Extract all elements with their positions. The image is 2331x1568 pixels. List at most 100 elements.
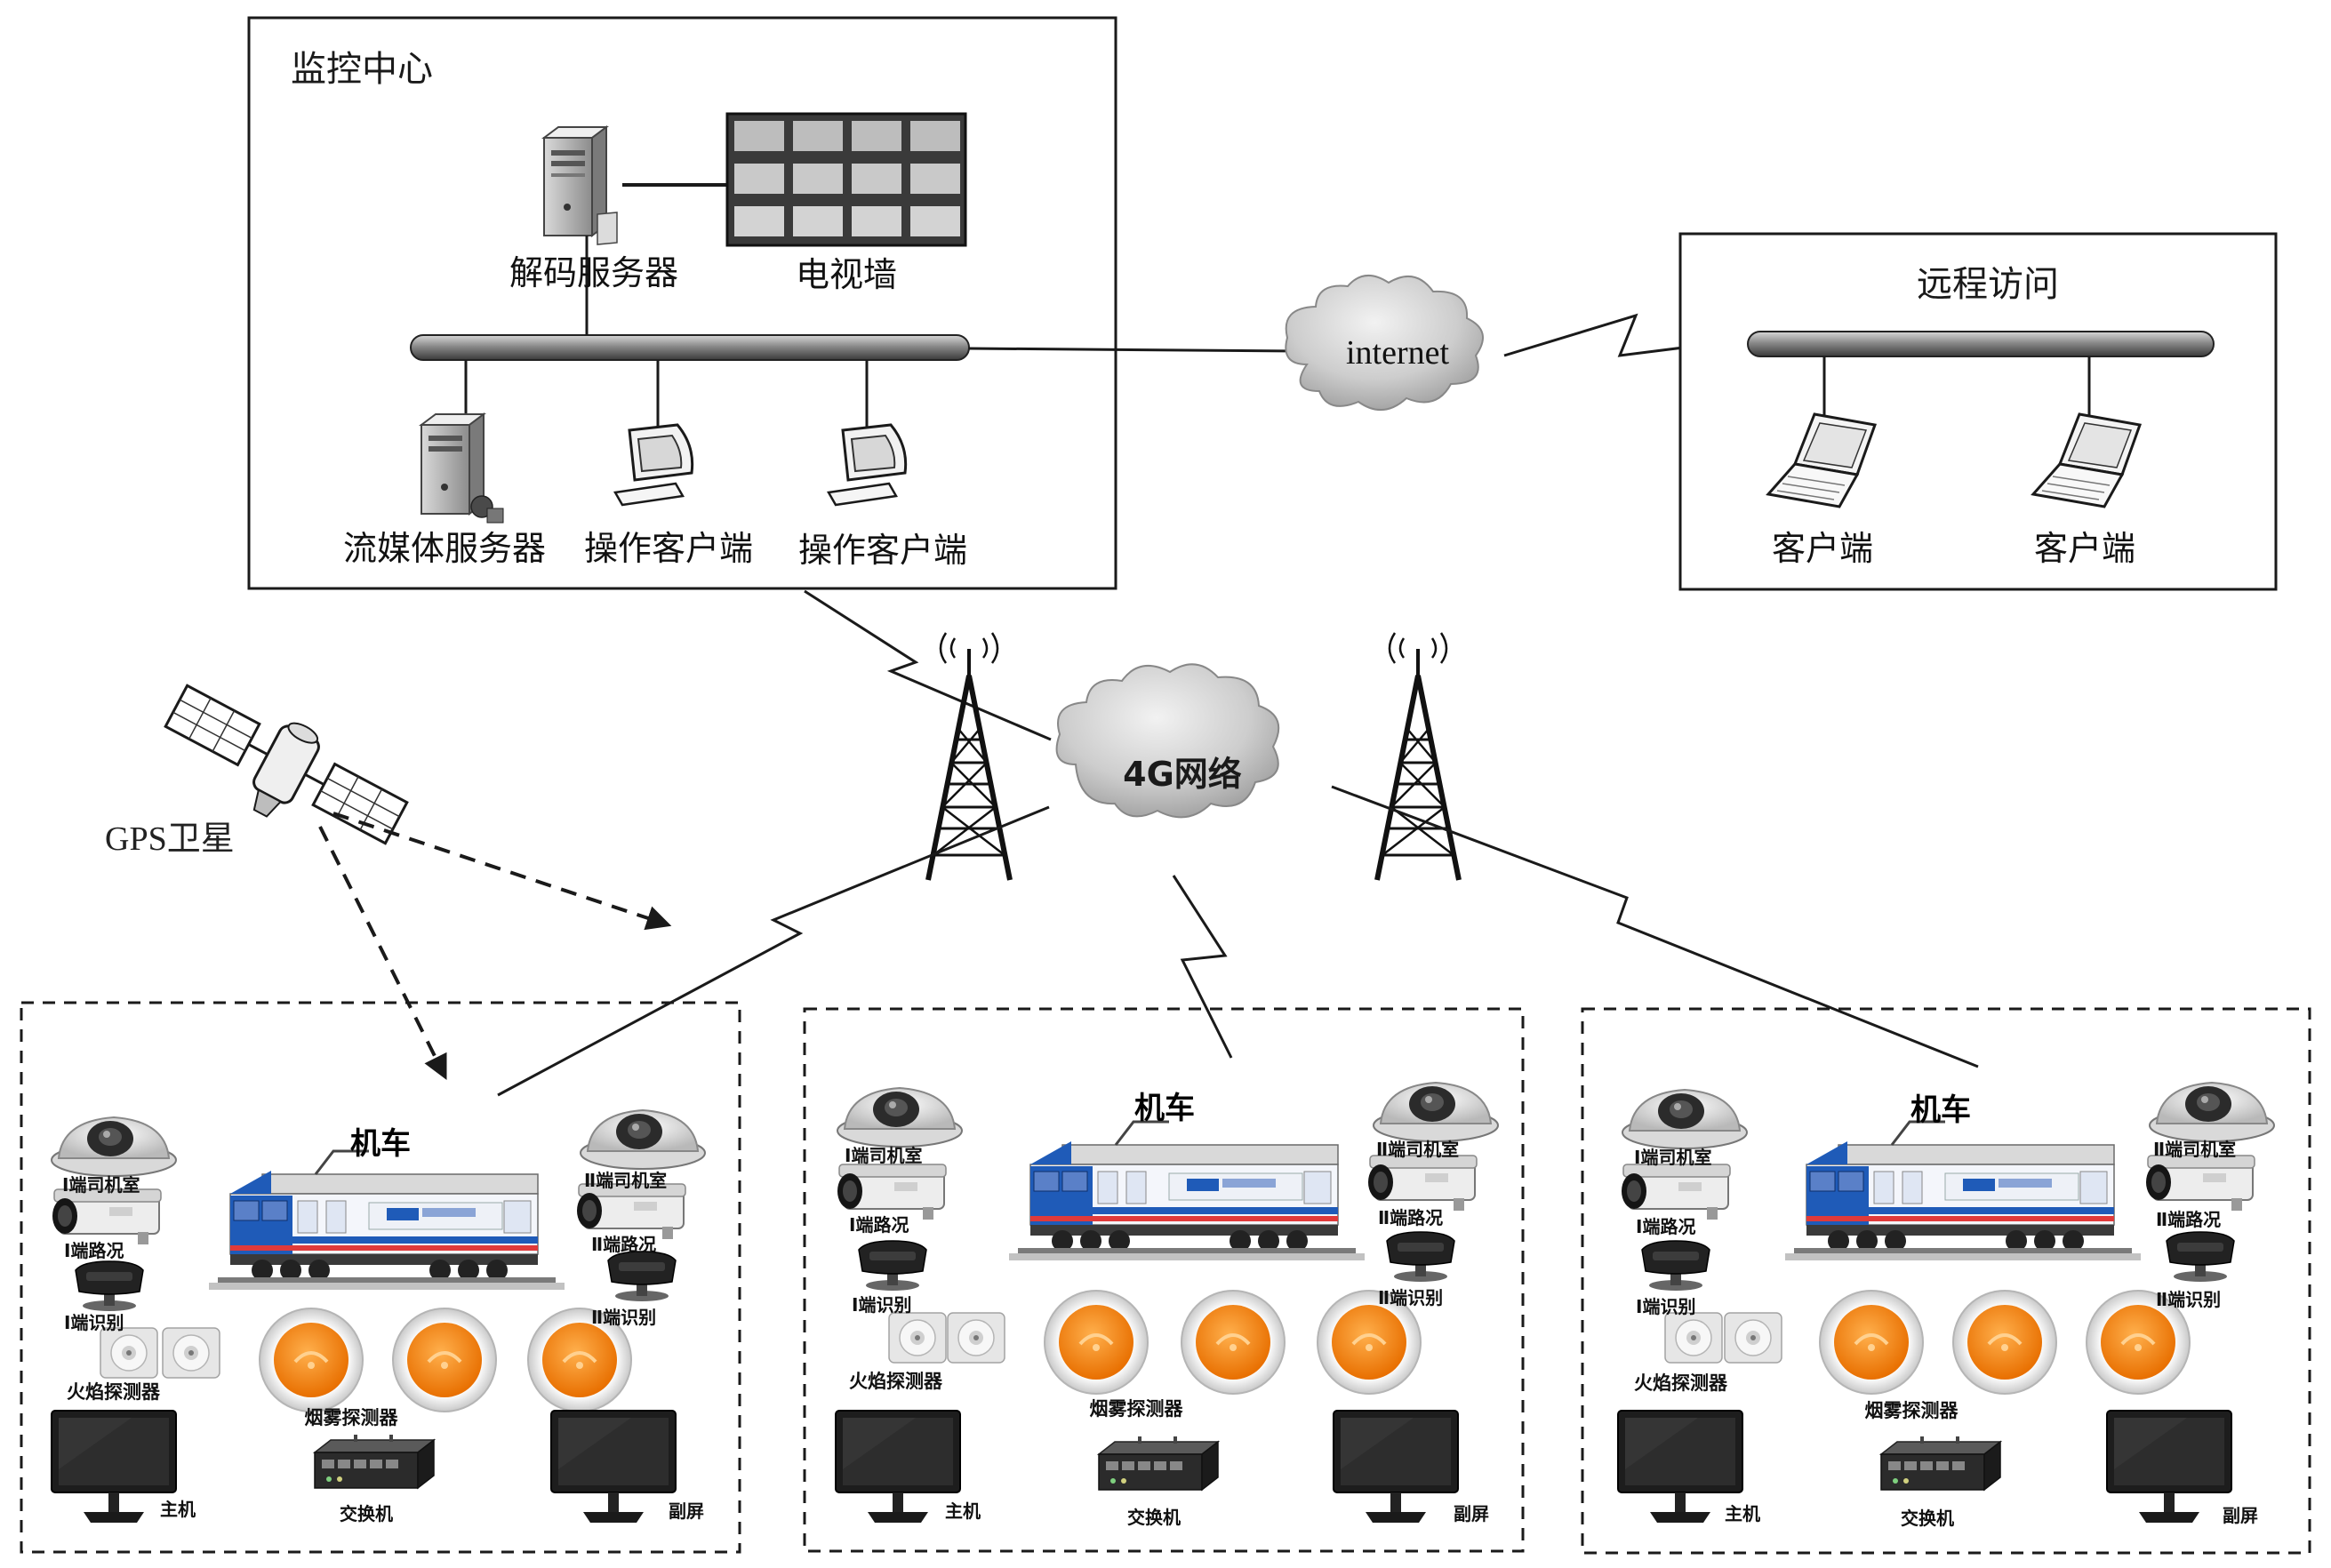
satellite-icon (164, 684, 409, 845)
client-label: 客户端 (1771, 529, 1874, 568)
cab-camera-2-label: Ⅱ端司机室 (2153, 1139, 2237, 1160)
dome-camera-icon (580, 1109, 706, 1170)
smoke-detector-icon (258, 1307, 364, 1413)
monitoring-bus (410, 334, 970, 361)
face-recognition-camera-icon (858, 1240, 927, 1292)
internet-label: internet (1345, 334, 1450, 372)
dome-camera-icon (1622, 1089, 1748, 1149)
center-to-internet-link (968, 347, 1299, 353)
radio-tower-icon (925, 632, 1013, 881)
smoke-detector-icon (391, 1307, 498, 1413)
flame-detector-icon (100, 1327, 158, 1379)
monitor-icon (1333, 1410, 1459, 1524)
id-camera-2-label: Ⅱ端识别 (1378, 1287, 1444, 1308)
bullet-camera-icon (576, 1183, 686, 1240)
face-recognition-camera-icon (1641, 1240, 1710, 1292)
decoder-server-label: 解码服务器 (509, 253, 679, 292)
network-switch-icon (1098, 1436, 1219, 1491)
dome-camera-icon (1373, 1082, 1499, 1142)
cab-camera-1-label: Ⅰ端司机室 (1634, 1147, 1712, 1168)
gps-signal-arrow (318, 826, 447, 1081)
flame-detector-icon (1724, 1312, 1782, 1364)
vehicle-title: 机车 (1910, 1092, 1971, 1128)
host-label: 主机 (945, 1500, 981, 1522)
switch-label: 交换机 (1127, 1507, 1181, 1528)
dome-camera-icon (2149, 1082, 2275, 1142)
flame-detector-icon (162, 1327, 220, 1379)
4g-network-label: 4G网络 (1123, 755, 1242, 794)
gps-satellite-label: GPS卫星 (105, 820, 235, 858)
remote-access-title: 远程访问 (1917, 264, 2059, 305)
radio-tower-icon (1374, 632, 1462, 881)
flame-detector-icon (888, 1312, 947, 1364)
4g-to-vehicle-1-link (497, 805, 1050, 1097)
face-recognition-camera-icon (2166, 1231, 2235, 1283)
switch-label: 交换机 (1901, 1508, 1954, 1529)
workstation-icon (827, 423, 908, 507)
monitoring-center-box (247, 16, 1117, 590)
cab-camera-2-label: Ⅱ端司机室 (1376, 1139, 1460, 1160)
vehicle-title: 机车 (350, 1126, 411, 1162)
smoke-detector-icon (1180, 1289, 1286, 1396)
monitor-icon (550, 1410, 677, 1524)
road-camera-1-label: Ⅰ端路况 (849, 1214, 909, 1236)
server-icon (541, 125, 618, 245)
flame-detector-label: 火焰探测器 (1634, 1372, 1727, 1394)
bullet-camera-icon (52, 1188, 162, 1245)
4g-to-vehicle-2-link (1172, 875, 1233, 1059)
switch-label: 交换机 (340, 1503, 393, 1524)
monitor-icon (51, 1410, 177, 1524)
monitor-icon (835, 1410, 961, 1524)
smoke-detector-icon (1818, 1289, 1925, 1396)
dome-camera-icon (51, 1116, 177, 1177)
cloud-icon (1055, 663, 1280, 819)
remote-bus (1747, 331, 2215, 357)
smoke-detector-label: 烟雾探测器 (304, 1407, 398, 1428)
vehicle-box-3 (1581, 1007, 2311, 1555)
tv-wall-label: 电视墙 (795, 255, 898, 294)
streaming-server-label: 流媒体服务器 (342, 529, 547, 568)
monitor-icon (1617, 1410, 1743, 1524)
sub-screen-label: 副屏 (2223, 1505, 2258, 1526)
workstation-icon (613, 423, 694, 507)
flame-detector-icon (1664, 1312, 1723, 1364)
cloud-icon (1285, 275, 1484, 412)
locomotive-icon (1783, 1120, 2143, 1262)
sub-screen-label: 副屏 (1454, 1503, 1489, 1524)
laptop-icon (1766, 412, 1878, 508)
client-label: 客户端 (2033, 529, 2136, 568)
smoke-detector-label: 烟雾探测器 (1864, 1400, 1959, 1421)
face-recognition-camera-icon (1386, 1231, 1455, 1283)
center-to-4g-wireless-link (804, 589, 1052, 741)
host-label: 主机 (160, 1499, 196, 1520)
gps-signal-arrow (332, 812, 672, 931)
face-recognition-camera-icon (75, 1260, 144, 1312)
flame-detector-icon (947, 1312, 1005, 1364)
remote-access-box (1678, 232, 2278, 591)
bullet-camera-icon (2145, 1155, 2255, 1212)
id-camera-1-label: Ⅰ端识别 (852, 1294, 912, 1316)
id-camera-2-label: Ⅱ端识别 (591, 1307, 657, 1328)
cab-camera-1-label: Ⅰ端司机室 (845, 1145, 923, 1166)
road-camera-2-label: Ⅱ端路况 (2156, 1209, 2222, 1230)
id-camera-2-label: Ⅱ端识别 (2156, 1289, 2222, 1310)
network-switch-icon (1880, 1436, 2001, 1491)
bullet-camera-icon (1621, 1164, 1731, 1220)
server-icon (419, 412, 504, 524)
flame-detector-label: 火焰探测器 (67, 1381, 160, 1403)
road-camera-2-label: Ⅱ端路况 (591, 1234, 657, 1255)
network-switch-icon (314, 1434, 435, 1489)
id-camera-1-label: Ⅰ端识别 (64, 1312, 124, 1333)
smoke-detector-icon (1951, 1289, 2058, 1396)
road-camera-2-label: Ⅱ端路况 (1378, 1207, 1444, 1228)
sub-screen-label: 副屏 (669, 1500, 704, 1522)
monitor-icon (2106, 1410, 2232, 1524)
locomotive-icon (1007, 1120, 1366, 1262)
host-label: 主机 (1725, 1503, 1760, 1524)
video-wall-icon (725, 112, 967, 247)
flame-detector-label: 火焰探测器 (849, 1371, 942, 1392)
operator-client-label: 操作客户端 (797, 531, 968, 570)
smoke-detector-icon (1043, 1289, 1149, 1396)
